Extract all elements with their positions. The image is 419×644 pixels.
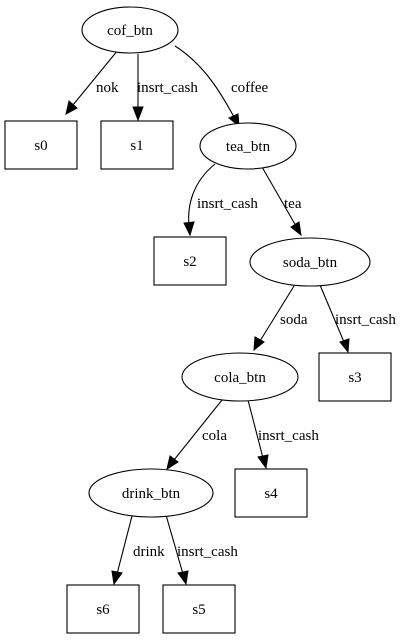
edge-soda-to-cola xyxy=(253,285,295,352)
edge-label-drink: drink xyxy=(133,544,165,560)
edge-label-cola: cola xyxy=(202,428,227,444)
node-label-s4: s4 xyxy=(264,486,278,502)
node-s4: s4 xyxy=(234,468,308,518)
edge-drink-to-s6 xyxy=(111,515,133,586)
node-s0: s0 xyxy=(4,120,78,170)
edge-label-soda-insrt-cash: insrt_cash xyxy=(335,312,396,328)
node-s6: s6 xyxy=(66,584,140,634)
node-label-cof-btn: cof_btn xyxy=(107,23,153,39)
node-tea-btn: tea_btn xyxy=(199,122,297,170)
node-label-s5: s5 xyxy=(192,602,205,618)
node-drink-btn: drink_btn xyxy=(88,468,214,518)
node-s3: s3 xyxy=(318,352,392,402)
edge-label-soda: soda xyxy=(280,312,308,328)
edge-cola-to-drink xyxy=(166,399,223,471)
edge-label-nok: nok xyxy=(96,80,119,96)
edge-soda-to-s3 xyxy=(319,284,350,354)
edge-cof-to-s0 xyxy=(65,49,119,115)
node-label-tea-btn: tea_btn xyxy=(226,139,271,155)
node-label-s0: s0 xyxy=(34,138,47,154)
node-cola-btn: cola_btn xyxy=(181,352,299,402)
node-cof-btn: cof_btn xyxy=(81,6,179,54)
node-label-s3: s3 xyxy=(348,370,361,386)
node-label-s2: s2 xyxy=(183,254,196,270)
node-s2: s2 xyxy=(153,236,227,286)
node-label-cola-btn: cola_btn xyxy=(214,370,266,386)
edge-label-tea: tea xyxy=(284,196,302,212)
node-label-drink-btn: drink_btn xyxy=(122,486,181,502)
edge-label-drink-insrt-cash: insrt_cash xyxy=(177,544,238,560)
node-label-s6: s6 xyxy=(96,602,110,618)
node-label-soda-btn: soda_btn xyxy=(283,255,338,271)
node-s5: s5 xyxy=(162,584,236,634)
node-s1: s1 xyxy=(100,120,174,170)
edge-tea-to-s2 xyxy=(183,163,216,237)
edge-drink-to-s5 xyxy=(165,514,189,586)
edge-cof-to-s1 xyxy=(132,54,144,122)
edge-label-cof-insrt-cash: insrt_cash xyxy=(137,80,198,96)
edge-cola-to-s4 xyxy=(247,399,269,470)
node-soda-btn: soda_btn xyxy=(249,237,371,287)
edge-cof-to-tea xyxy=(174,45,240,128)
node-label-s1: s1 xyxy=(130,138,143,154)
edge-label-tea-insrt-cash: insrt_cash xyxy=(197,196,258,212)
edge-label-coffee: coffee xyxy=(231,80,269,96)
edge-label-cola-insrt-cash: insrt_cash xyxy=(258,428,319,444)
edge-tea-to-soda xyxy=(261,166,302,237)
